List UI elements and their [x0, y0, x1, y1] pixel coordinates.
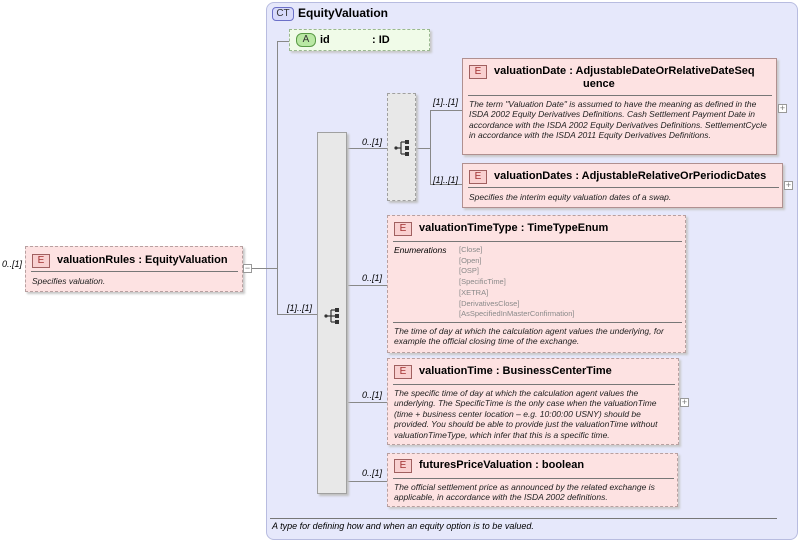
element-tag: E: [394, 222, 412, 236]
valuationdates-cardinality: [1]..[1]: [433, 175, 459, 185]
expand-toggle[interactable]: +: [778, 103, 787, 113]
attribute-name: id: [320, 34, 330, 46]
element-name: valuationTime : BusinessCenterTime: [419, 365, 612, 377]
connector-choice-branch: [430, 110, 431, 185]
enum-value: [DerivativesClose]: [459, 298, 520, 308]
connector-seq-branch: [347, 148, 348, 481]
valuationdate-cardinality: [1]..[1]: [433, 97, 459, 107]
element-divider: [393, 478, 674, 479]
element-tag: E: [469, 65, 487, 79]
element-tag: E: [394, 365, 412, 379]
connector-valuationdate: [430, 110, 462, 111]
attribute-tag: A: [296, 33, 316, 47]
enumerations-list: [Close] [Open] [OSP] [SpecificTime] [XET…: [459, 245, 574, 320]
complex-type-tag: CT: [272, 7, 294, 21]
connector-root: [244, 268, 278, 269]
element-divider: [31, 271, 238, 272]
element-name: futuresPriceValuation : boolean: [419, 459, 585, 471]
element-valuationtimetype[interactable]: E valuationTimeType : TimeTypeEnum Enume…: [387, 215, 686, 353]
attribute-id[interactable]: A id : ID: [289, 29, 430, 51]
element-name: valuationTimeType : TimeTypeEnum: [419, 222, 609, 234]
complex-type-description: A type for defining how and when an equi…: [272, 521, 534, 531]
element-description: Specifies the interim equity valuation d…: [469, 192, 672, 202]
element-divider: [468, 187, 779, 188]
connector-timetype: [347, 285, 387, 286]
element-type-continuation: uence: [583, 78, 615, 90]
element-description: The time of day at which the calculation…: [394, 326, 664, 347]
connector-attribute: [277, 41, 289, 42]
element-name: valuationDates : AdjustableRelativeOrPer…: [494, 170, 767, 182]
expand-toggle[interactable]: +: [680, 397, 689, 407]
complex-type-divider: [270, 518, 777, 519]
connector-choice: [347, 148, 387, 149]
futurespricevaluation-cardinality: 0..[1]: [362, 468, 383, 478]
choice-icon: [394, 140, 409, 156]
valuationtime-cardinality: 0..[1]: [362, 390, 383, 400]
complex-type-name: EquityValuation: [298, 6, 389, 20]
connector-trunk: [277, 41, 278, 315]
sequence-icon: [324, 308, 339, 324]
connector-choice-out: [416, 148, 431, 149]
collapse-toggle[interactable]: −: [243, 263, 252, 273]
element-divider: [393, 322, 682, 323]
element-name: valuationRules : EquityValuation: [57, 254, 228, 266]
element-futurespricevaluation[interactable]: E futuresPriceValuation : boolean The of…: [387, 453, 678, 507]
element-description: The specific time of day at which the ca…: [394, 388, 658, 440]
sequence-cardinality: [1]..[1]: [287, 303, 313, 313]
element-valuationdates[interactable]: E valuationDates : AdjustableRelativeOrP…: [462, 163, 783, 208]
element-description: The term "Valuation Date" is assumed to …: [469, 99, 767, 141]
element-divider: [393, 384, 675, 385]
valuationtimetype-cardinality: 0..[1]: [362, 273, 383, 283]
enum-value: [OSP]: [459, 266, 480, 276]
enum-value: [Close]: [459, 245, 483, 254]
enum-value: [XETRA]: [459, 287, 489, 297]
element-tag: E: [469, 170, 487, 184]
element-valuationdate[interactable]: E valuationDate : AdjustableDateOrRelati…: [462, 58, 777, 155]
connector-futures: [347, 481, 387, 482]
enumerations-label: Enumerations: [394, 245, 447, 255]
expand-toggle[interactable]: +: [784, 180, 793, 190]
element-divider: [468, 95, 772, 96]
sequence-compositor[interactable]: [317, 132, 347, 494]
element-tag: E: [32, 254, 50, 268]
element-name: valuationDate : AdjustableDateOrRelative…: [494, 65, 755, 77]
element-tag: E: [394, 459, 412, 473]
root-cardinality: 0..[1]: [2, 259, 23, 269]
element-description: The official settlement price as announc…: [394, 482, 655, 503]
enum-value: [AsSpecifiedInMasterConfirmation]: [459, 309, 575, 319]
enum-value: [SpecificTime]: [459, 277, 506, 287]
connector-valuationdates: [430, 184, 462, 185]
choice-cardinality: 0..[1]: [362, 137, 383, 147]
element-description: Specifies valuation.: [32, 276, 106, 286]
choice-compositor[interactable]: [387, 93, 416, 201]
root-element-valuationrules[interactable]: E valuationRules : EquityValuation Speci…: [25, 246, 243, 292]
element-divider: [393, 241, 682, 242]
enum-value: [Open]: [459, 255, 482, 265]
connector-sequence: [277, 314, 317, 315]
attribute-type: : ID: [372, 34, 390, 46]
element-valuationtime[interactable]: E valuationTime : BusinessCenterTime The…: [387, 358, 679, 445]
connector-time: [347, 402, 387, 403]
